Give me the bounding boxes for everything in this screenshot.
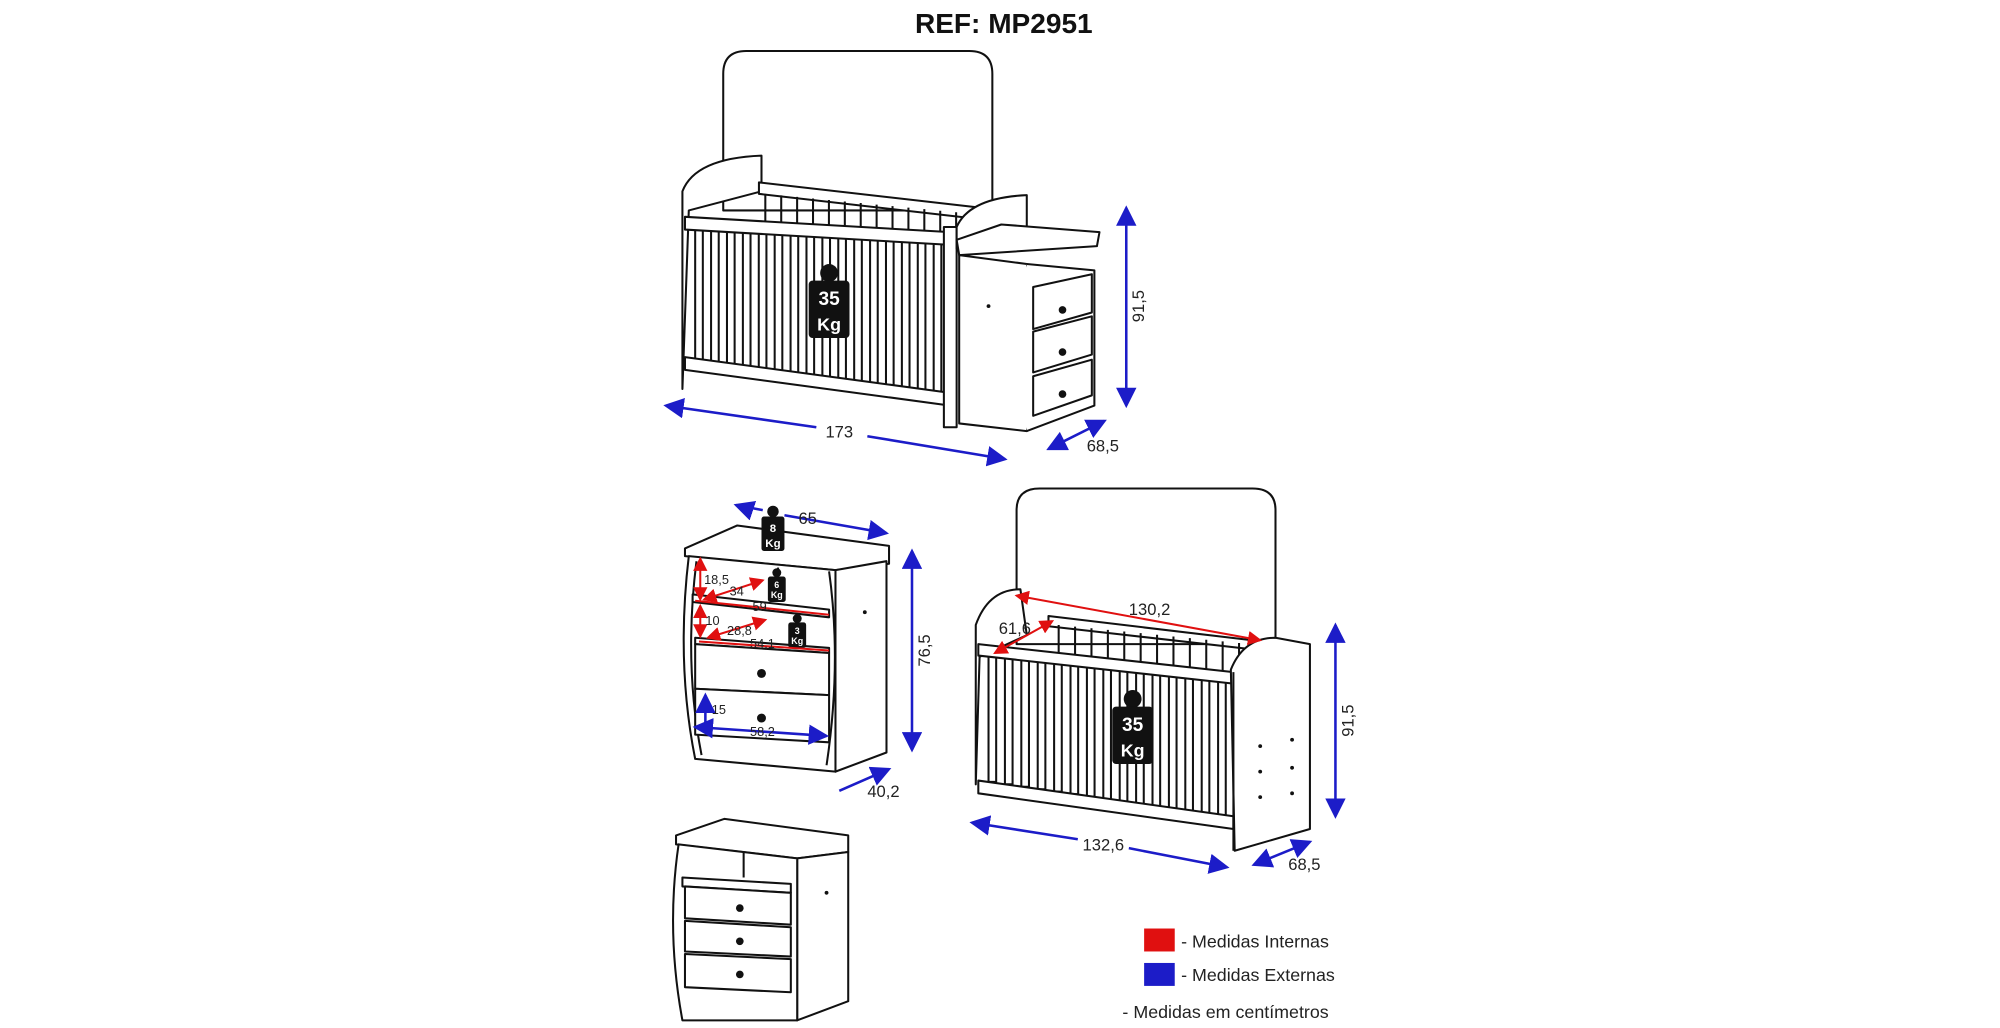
- crib-height-label: 91,5: [1338, 704, 1357, 736]
- crib-slat: [932, 242, 943, 396]
- svg-text:35: 35: [818, 289, 840, 310]
- crib-length-label: 132,6: [1083, 836, 1125, 855]
- svg-text:Kg: Kg: [817, 314, 841, 334]
- crib-slat: [1036, 657, 1047, 791]
- crib-slat: [916, 241, 927, 393]
- crib-slat: [789, 234, 800, 375]
- crib-slat: [1184, 674, 1194, 813]
- legend-units-note: - Medidas em centímetros: [1122, 1002, 1328, 1022]
- crib-slat: [1102, 665, 1112, 801]
- crib-slat: [853, 237, 863, 384]
- legend-internal-label: - Medidas Internas: [1181, 932, 1329, 952]
- legend-external-label: - Medidas Externas: [1181, 965, 1335, 985]
- dimension-line: [663, 398, 817, 429]
- crib-slat: [1053, 659, 1063, 793]
- crib-slat: [1003, 653, 1014, 786]
- dresser-height-label: 76,5: [915, 634, 934, 666]
- crib-slat: [757, 232, 768, 370]
- weight-badge-crib: 35 Kg: [1112, 690, 1154, 764]
- drawer-height-label: 15: [712, 702, 726, 717]
- crib-slat: [1151, 671, 1162, 808]
- shelf2-width-label: 54,1: [750, 636, 775, 651]
- crib-slat: [1020, 655, 1030, 788]
- svg-text:6: 6: [774, 580, 779, 590]
- crib-slat: [741, 231, 752, 368]
- crib-slat: [1069, 661, 1080, 796]
- shelf2-height-label: 10: [705, 613, 719, 628]
- shelf2-depth-label: 28,8: [727, 623, 752, 638]
- shelf1-depth-label: 34: [730, 584, 744, 599]
- crib-slat: [710, 229, 720, 363]
- height-label: 91,5: [1129, 290, 1148, 322]
- svg-text:Kg: Kg: [1121, 740, 1145, 760]
- crib-slat: [1200, 676, 1211, 815]
- crib-slat: [884, 239, 895, 389]
- crib-slat: [725, 230, 736, 366]
- svg-text:3: 3: [795, 626, 800, 636]
- svg-text:Kg: Kg: [771, 590, 783, 600]
- internal-length-label: 130,2: [1129, 600, 1171, 619]
- dresser-depth-label: 40,2: [867, 782, 899, 801]
- crib-with-dresser-drawing: [681, 49, 1101, 433]
- svg-text:Kg: Kg: [765, 538, 780, 550]
- crib-slat: [987, 652, 998, 783]
- internal-width-label: 61,6: [999, 619, 1031, 638]
- crib-slat: [694, 228, 704, 361]
- crib-drawing: [974, 487, 1311, 852]
- weight-badge-low: 3 Kg: [788, 614, 807, 648]
- crib-slat: [869, 238, 879, 386]
- crib-slat: [1167, 673, 1178, 810]
- legend-internal-swatch: [1144, 928, 1175, 952]
- dimension-line: [867, 434, 1008, 467]
- crib-slat: [773, 233, 784, 373]
- weight-badge: 35 Kg: [808, 264, 850, 338]
- shelf1-width-label: 59: [753, 599, 767, 614]
- depth-label: 68,5: [1087, 437, 1119, 456]
- crib-slat: [900, 240, 911, 391]
- dresser-closed-drawing: [672, 817, 850, 1022]
- dresser-width-label: 65: [798, 509, 816, 528]
- crib-slat: [1085, 663, 1096, 798]
- svg-text:Kg: Kg: [791, 636, 803, 646]
- legend: - Medidas Internas - Medidas Externas - …: [1122, 928, 1335, 1022]
- crib-depth-label: 68,5: [1288, 855, 1320, 874]
- shelf1-height-label: 18,5: [704, 572, 729, 587]
- width-label: 173: [825, 422, 853, 441]
- crib-slat: [1217, 678, 1227, 818]
- weight-badge-mid: 6 Kg: [767, 568, 786, 603]
- legend-external-swatch: [1144, 962, 1175, 986]
- svg-text:35: 35: [1122, 715, 1144, 736]
- reference-title: REF: MP2951: [915, 8, 1093, 39]
- drawer-width-label: 58,2: [750, 724, 775, 739]
- svg-text:8: 8: [770, 523, 777, 535]
- weight-badge-top: 8 Kg: [761, 505, 785, 551]
